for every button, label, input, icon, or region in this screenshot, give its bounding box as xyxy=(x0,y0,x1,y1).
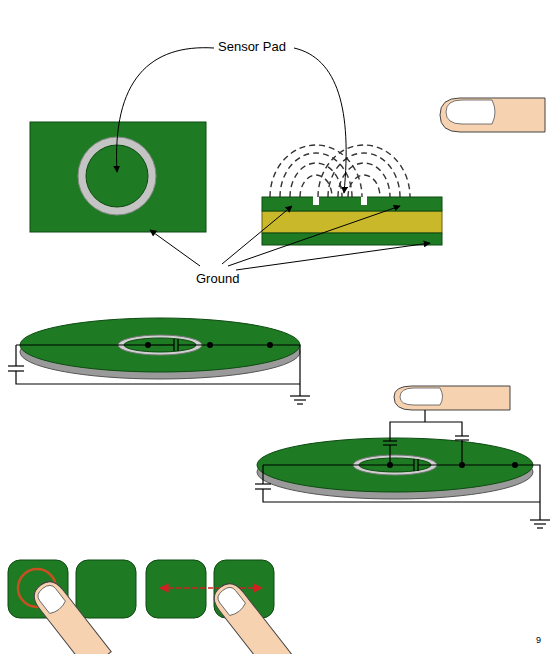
callout-label: Ground xyxy=(196,272,239,286)
callout-label: Sensor Pad xyxy=(218,40,286,54)
page-number: 9 xyxy=(536,636,541,646)
